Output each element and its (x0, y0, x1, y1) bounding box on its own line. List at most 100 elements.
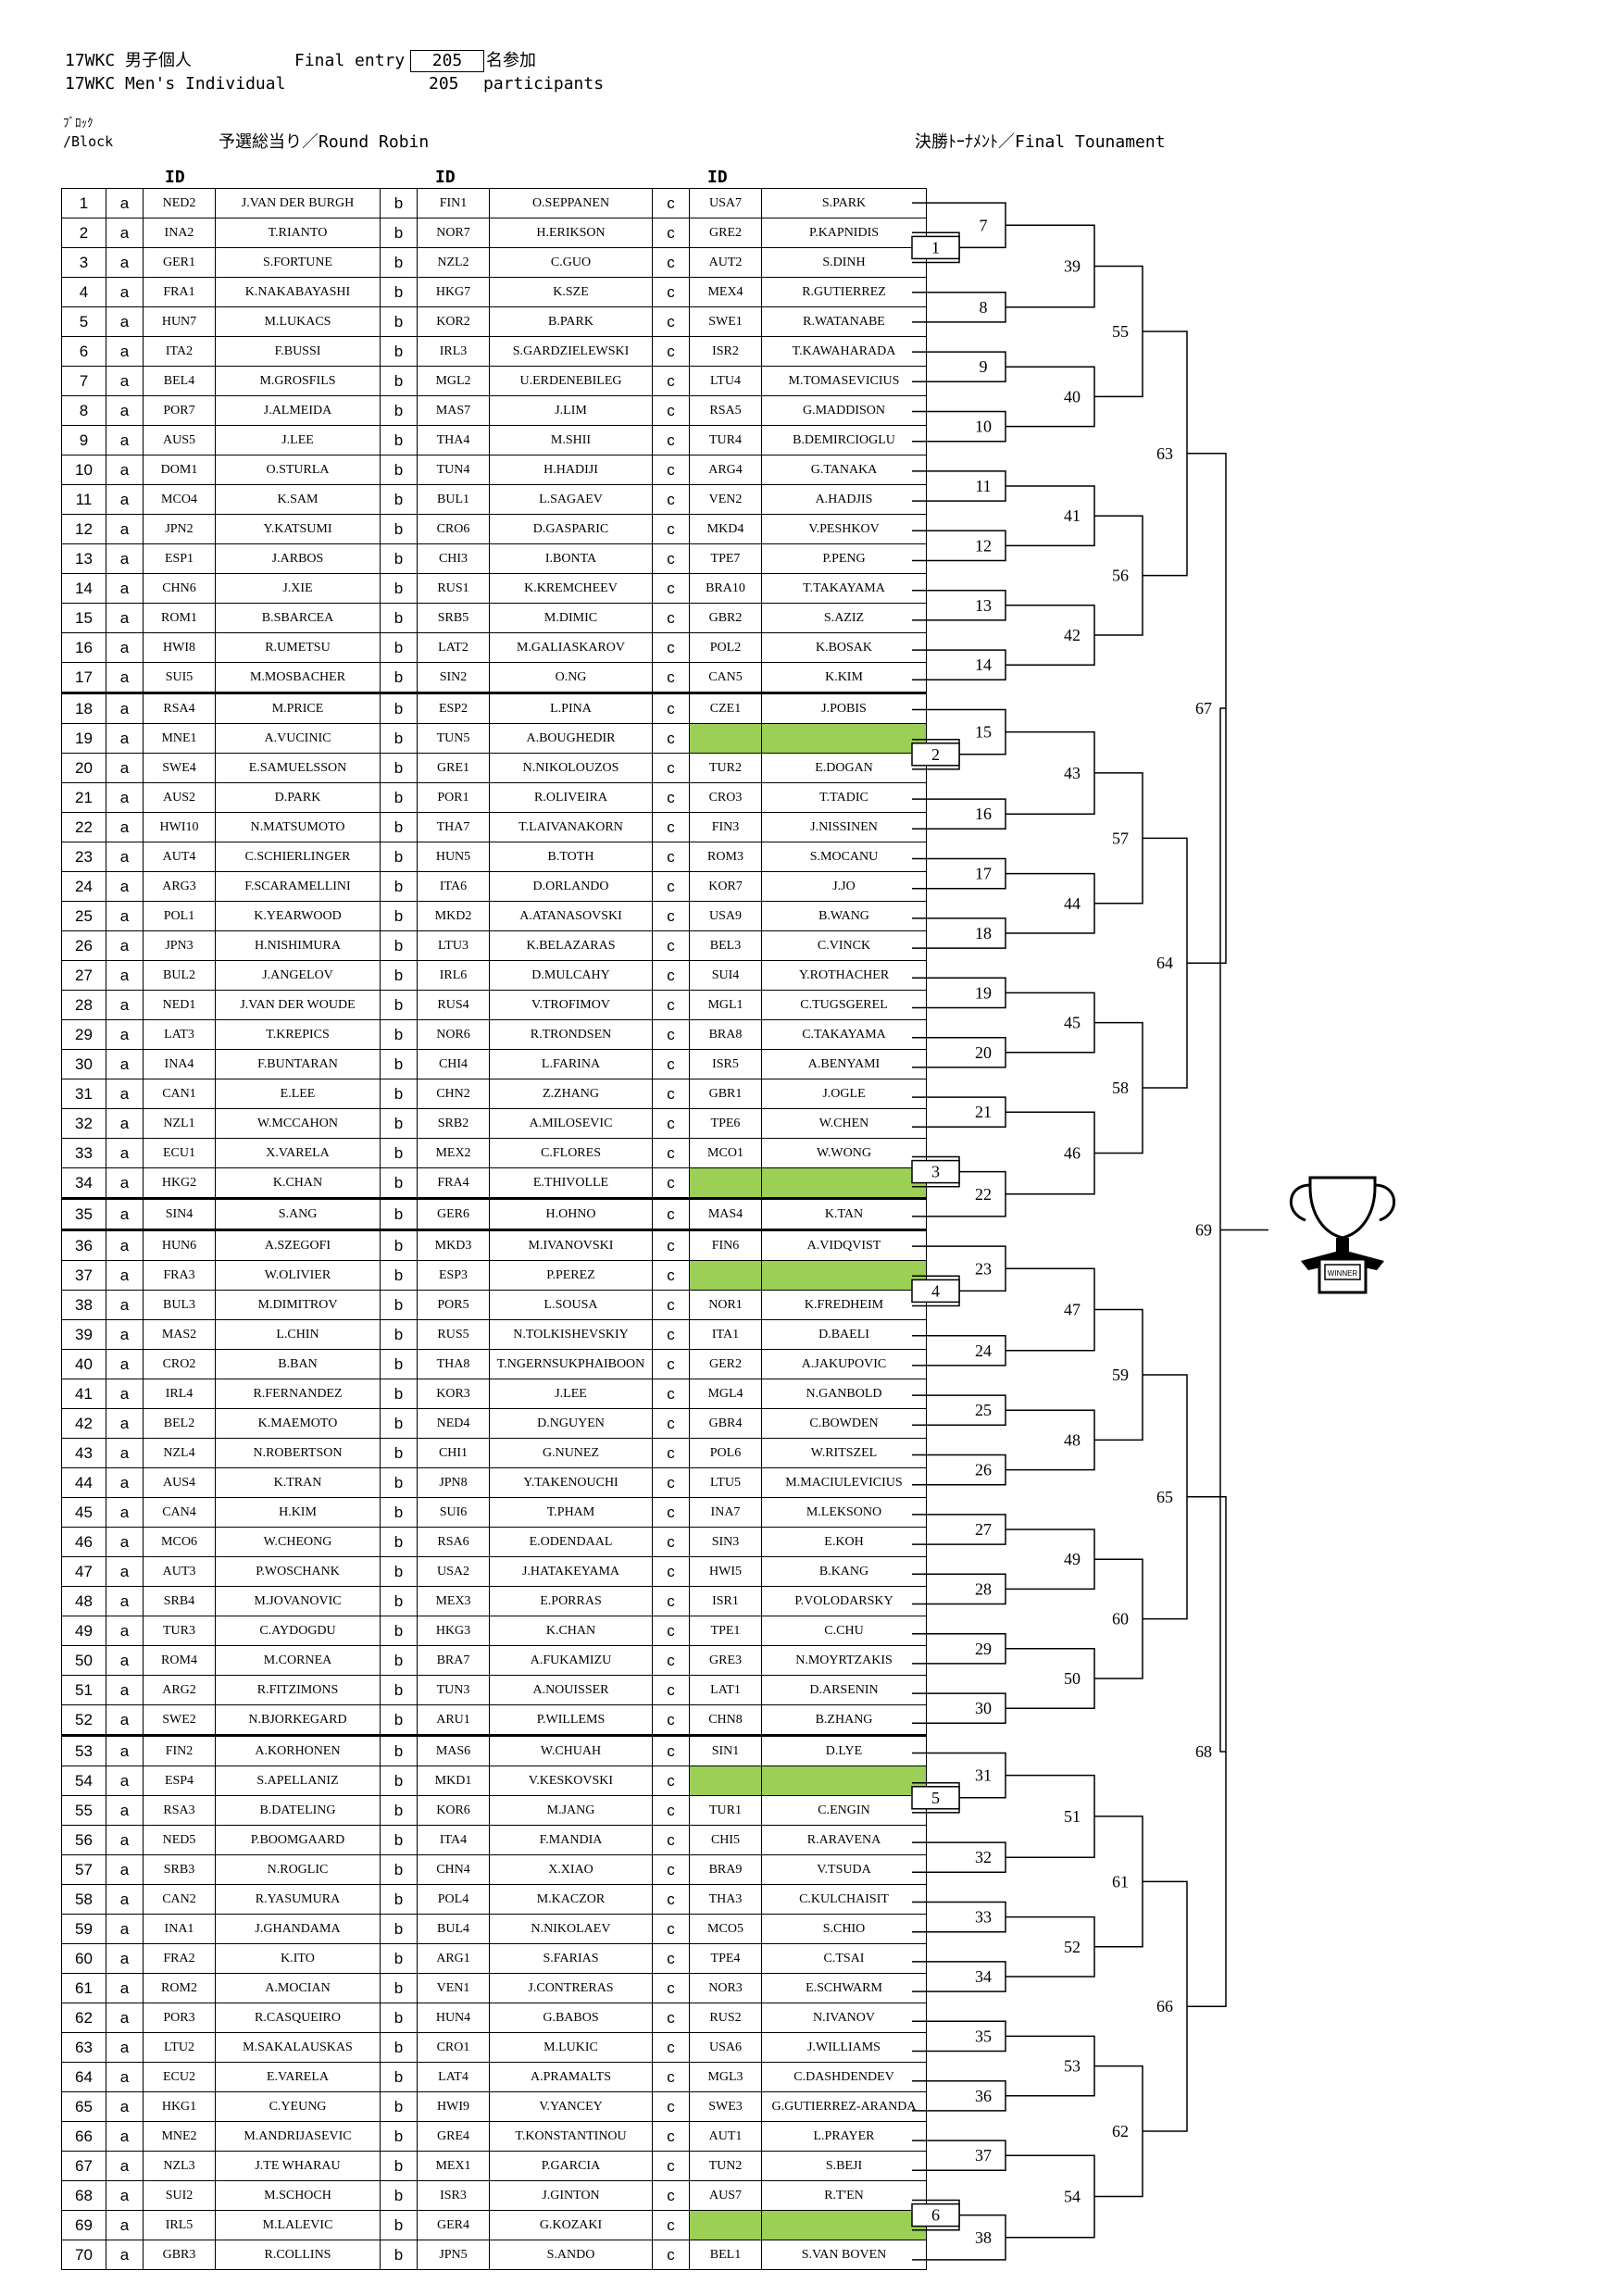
pool-a-id: RSA4 (143, 693, 216, 724)
pool-a-letter: a (106, 990, 144, 1020)
pool-a-name: S.FORTUNE (215, 247, 381, 278)
pool-c-name: B.KANG (761, 1556, 927, 1587)
row-number: 13 (61, 543, 106, 574)
row-number: 42 (61, 1408, 106, 1439)
final-entry-label: Final entry (294, 51, 406, 70)
pool-c-id: CHN8 (689, 1704, 762, 1737)
pool-a-id: RSA3 (143, 1795, 216, 1826)
round2-match-number: 48 (1064, 1430, 1081, 1449)
pool-b-name: E.THIVOLLE (489, 1167, 653, 1200)
round1-match-number: 12 (975, 536, 992, 555)
pool-b-name: E.PORRAS (489, 1586, 653, 1616)
pool-a-name: M.MOSBACHER (215, 662, 381, 694)
row-number: 7 (61, 366, 106, 396)
pool-a-letter: a (106, 901, 144, 931)
round1-line (912, 351, 1006, 383)
pool-a-letter: a (106, 306, 144, 337)
pool-b-id: POR1 (417, 782, 490, 813)
pool-b-letter: b (380, 1079, 418, 1109)
round3-match-number: 55 (1112, 322, 1129, 341)
pool-c-letter: c (652, 247, 690, 278)
pool-c-id: MAS4 (689, 1198, 762, 1231)
pool-b-id: MEX1 (417, 2151, 490, 2181)
round2-line (1006, 1267, 1095, 1352)
pool-a-letter: a (106, 1379, 144, 1409)
pool-c-letter: c (652, 218, 690, 248)
pool-a-letter: a (106, 188, 144, 218)
round2-match-number: 41 (1064, 506, 1081, 525)
pool-a-id: BUL2 (143, 960, 216, 991)
pool-c-name: J.POBIS (761, 693, 927, 724)
pool-a-id: FIN2 (143, 1735, 216, 1766)
pool-c-name: D.BAELI (761, 1319, 927, 1350)
round4-match-number: 65 (1156, 1488, 1173, 1506)
pool-c-name: A.BENYAMI (761, 1049, 927, 1079)
pool-c-id: MKD4 (689, 514, 762, 544)
pool-c-name: K.TAN (761, 1198, 927, 1231)
pool-a-name: A.KORHONEN (215, 1735, 381, 1766)
pool-c-letter: c (652, 1349, 690, 1379)
pool-a-letter: a (106, 277, 144, 307)
pool-a-name: W.OLIVIER (215, 1260, 381, 1291)
pool-b-name: F.MANDIA (489, 1825, 653, 1855)
pool-c-id: SWE3 (689, 2091, 762, 2122)
pool-a-id: SUI2 (143, 2180, 216, 2211)
pool-b-id: TUN5 (417, 723, 490, 754)
pool-b-id: CRO6 (417, 514, 490, 544)
pool-a-id: BUL3 (143, 1290, 216, 1320)
row-number: 32 (61, 1108, 106, 1139)
pool-c-id: SUI4 (689, 960, 762, 991)
round1-match-number: 22 (975, 1185, 992, 1204)
pool-c-id (689, 723, 762, 754)
pool-c-name: A.JAKUPOVIC (761, 1349, 927, 1379)
pool-a-name: R.COLLINS (215, 2240, 381, 2270)
pool-b-letter: b (380, 632, 418, 663)
pool-b-name: R.TRONDSEN (489, 1019, 653, 1050)
pool-c-name: E.KOH (761, 1527, 927, 1557)
pool-b-id: VEN1 (417, 1973, 490, 2003)
pool-a-letter: a (106, 1527, 144, 1557)
pool-a-name: J.XIE (215, 573, 381, 604)
row-number: 21 (61, 782, 106, 813)
row-number: 52 (61, 1704, 106, 1737)
round1-match-number: 32 (975, 1848, 992, 1866)
pool-c-name: A.HADJIS (761, 484, 927, 515)
pool-b-letter: b (380, 306, 418, 337)
pool-b-letter: b (380, 543, 418, 574)
pool-c-id (689, 2210, 762, 2240)
pool-c-id: TUR1 (689, 1795, 762, 1826)
pool-a-id: HUN6 (143, 1229, 216, 1261)
round2-match-number: 51 (1064, 1807, 1081, 1826)
round2-match-number: 50 (1064, 1669, 1081, 1688)
pool-c-letter: c (652, 930, 690, 961)
pool-a-name: M.LALEVIC (215, 2210, 381, 2240)
pool-b-id: MEX3 (417, 1586, 490, 1616)
pool-a-id: INA4 (143, 1049, 216, 1079)
pool-c-name: R.T'EN (761, 2180, 927, 2211)
pool-b-id: THA8 (417, 1349, 490, 1379)
id-header-c: ID (707, 168, 728, 187)
pool-b-name: A.NOUISSER (489, 1675, 653, 1705)
pool-a-id: CRO2 (143, 1349, 216, 1379)
pool-c-letter: c (652, 1795, 690, 1826)
title-en: 17WKC Men's Individual (65, 74, 286, 94)
pool-b-letter: b (380, 1319, 418, 1350)
participants-en: participants (483, 74, 605, 94)
pool-c-id: BEL3 (689, 930, 762, 961)
round2-match-number: 40 (1064, 387, 1081, 406)
row-number: 11 (61, 484, 106, 515)
round2-match-number: 45 (1064, 1014, 1081, 1032)
pool-b-name: X.XIAO (489, 1854, 653, 1885)
pool-c-letter: c (652, 960, 690, 991)
round3-match-number: 62 (1112, 2122, 1129, 2140)
